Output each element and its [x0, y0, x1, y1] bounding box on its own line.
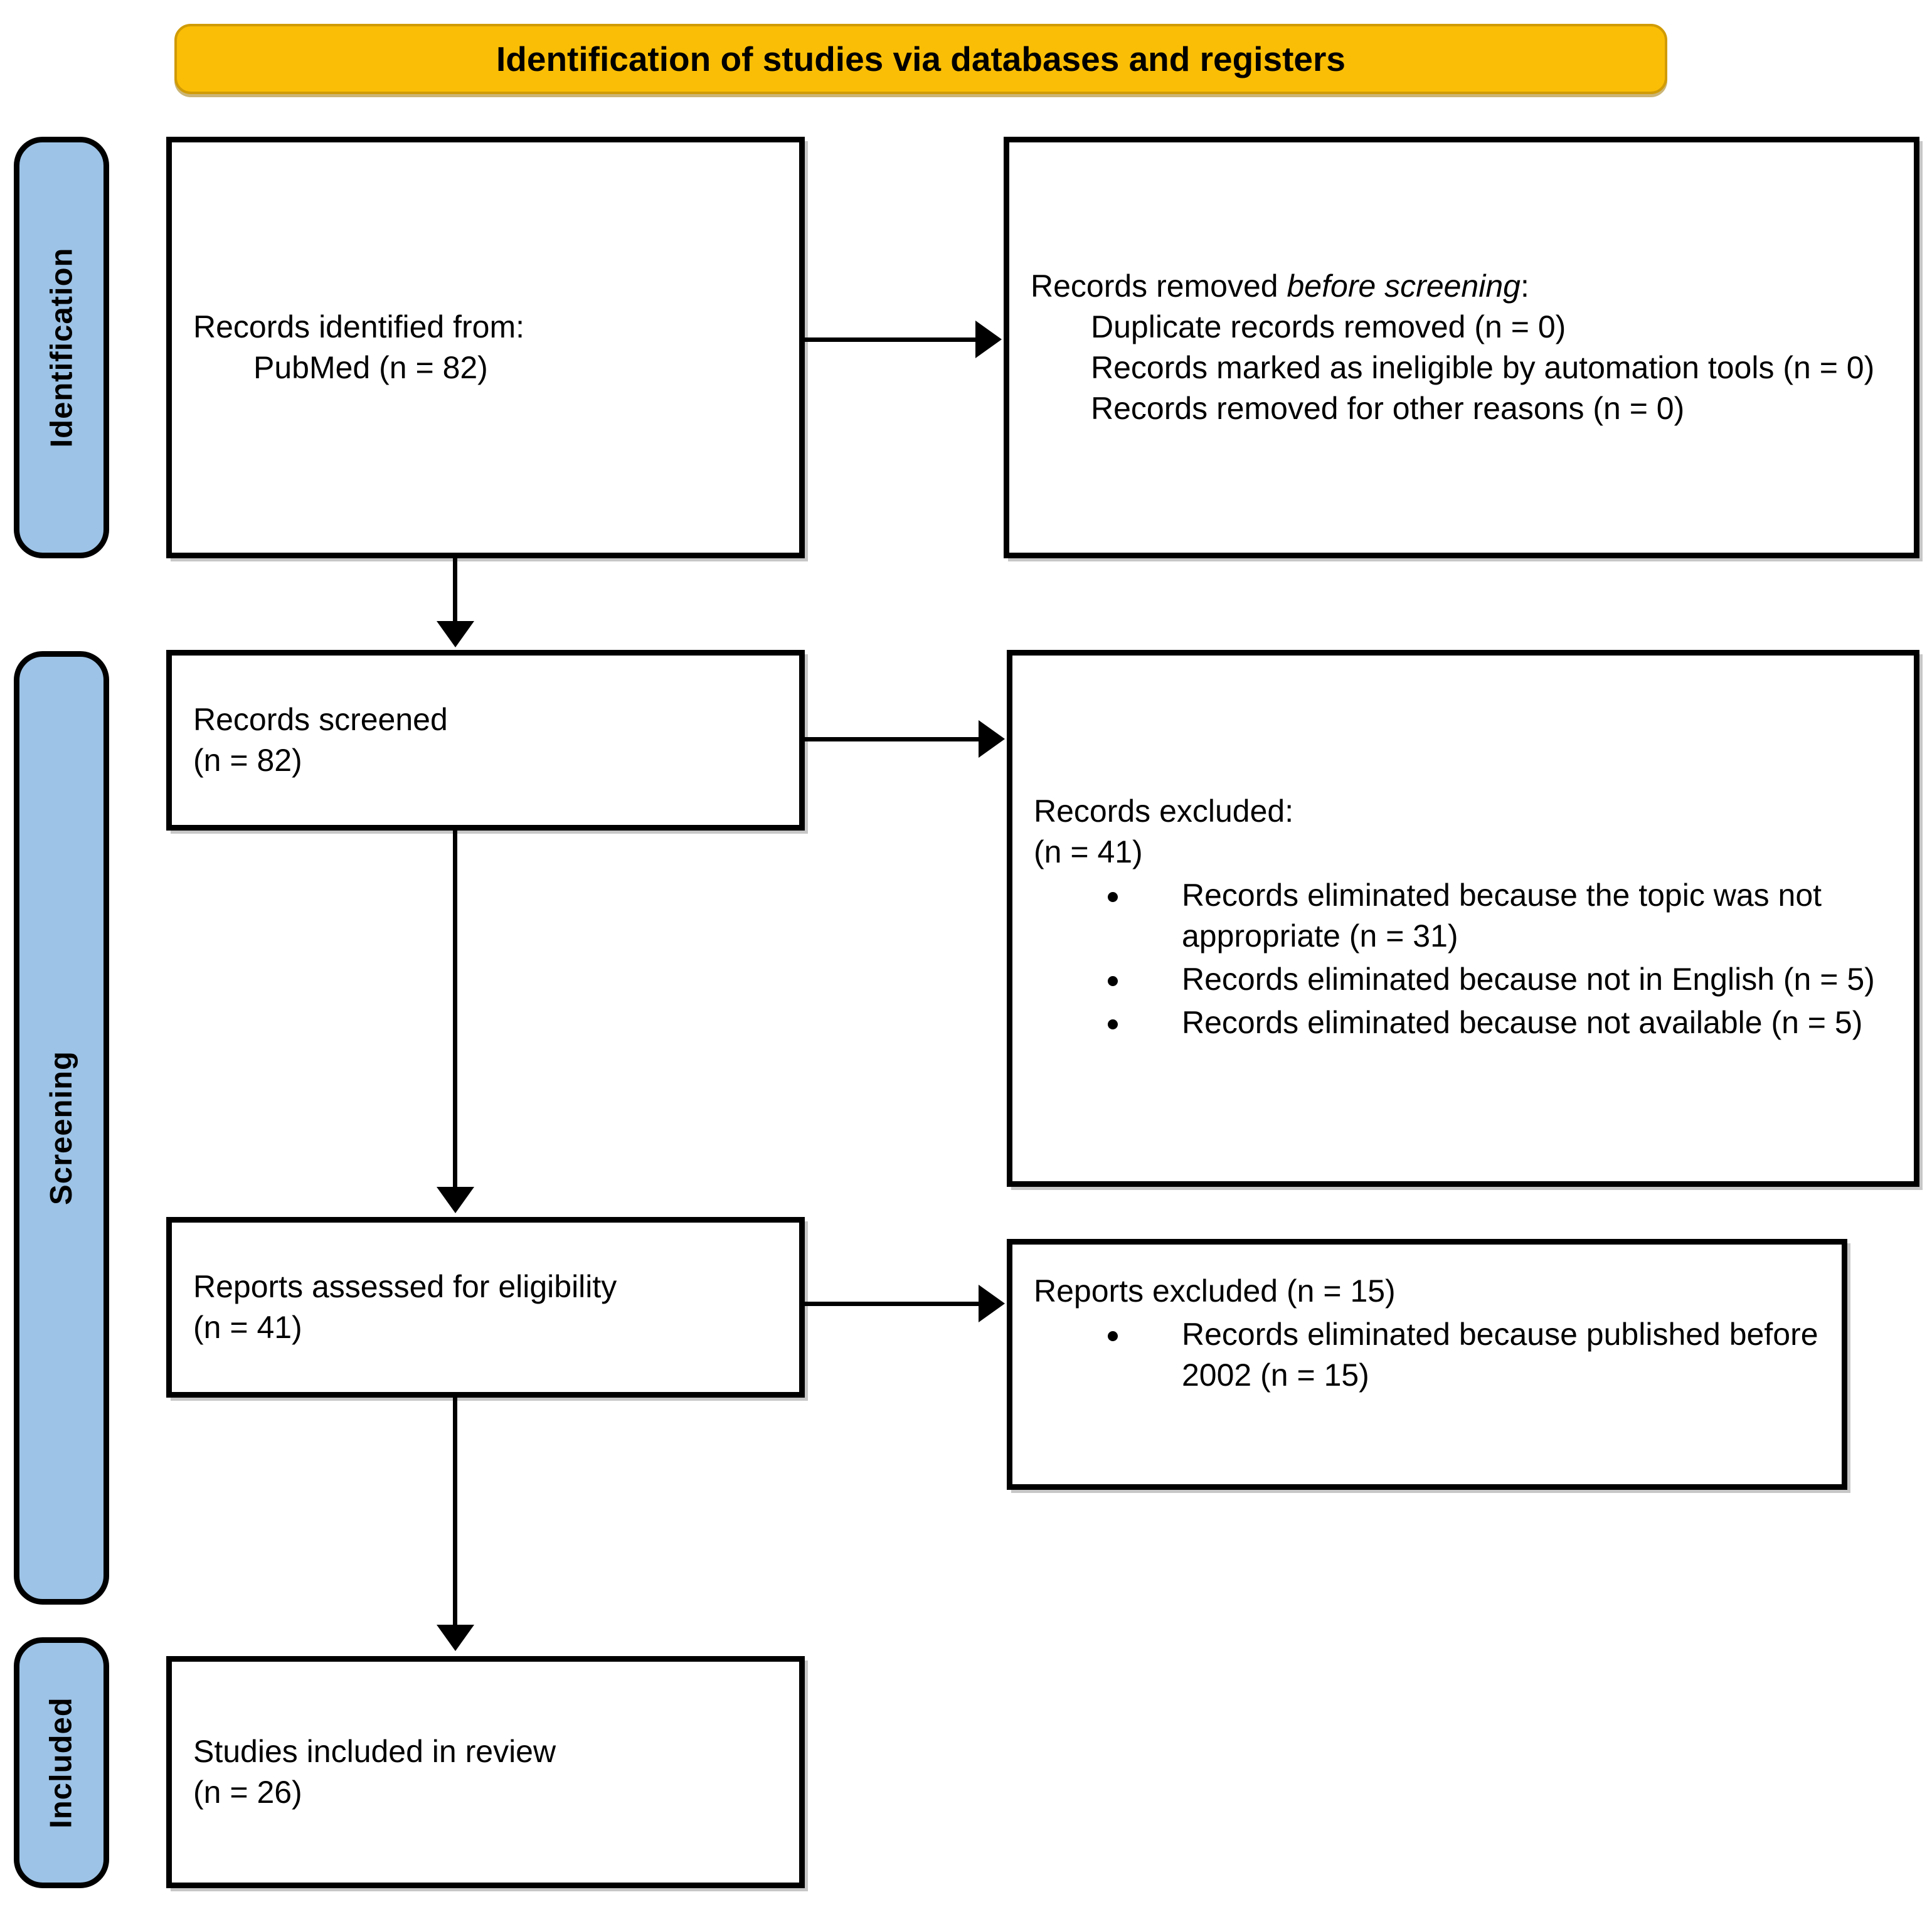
stage-label-screening: Screening — [14, 651, 109, 1605]
bullet-dot-icon — [1108, 1331, 1118, 1341]
connector-line — [805, 737, 984, 741]
records-removed-heading-suffix: : — [1520, 268, 1529, 304]
arrow-right-icon — [975, 321, 1002, 358]
connector-line — [453, 557, 457, 626]
page-title: Identification of studies via databases … — [496, 40, 1346, 78]
stage-label-included: Included — [14, 1637, 109, 1888]
connector-line — [453, 829, 457, 1192]
arrow-right-icon — [979, 720, 1005, 758]
records-screened-line1: Records screened — [193, 702, 448, 737]
stage-label-included-text: Included — [45, 1697, 78, 1829]
box-records-removed-body: Records removed before screening: Duplic… — [1031, 266, 1899, 429]
records-identified-line1: Records identified from: — [193, 309, 525, 344]
bullet-dot-icon — [1108, 1019, 1118, 1029]
box-records-excluded-body: Records excluded: (n = 41) Records elimi… — [1034, 791, 1899, 1046]
box-records-excluded: Records excluded: (n = 41) Records elimi… — [1007, 650, 1919, 1187]
box-reports-excluded-body: Reports excluded (n = 15) Records elimin… — [1034, 1271, 1827, 1398]
reports-excluded-bullet-list: Records eliminated because published bef… — [1034, 1314, 1827, 1396]
list-item: Records eliminated because not in Englis… — [1108, 959, 1899, 1000]
box-records-identified-body: Records identified from: PubMed (n = 82) — [193, 307, 784, 388]
records-excluded-bullet-1: Records eliminated because not in Englis… — [1182, 962, 1875, 997]
records-excluded-line1: Records excluded: — [1034, 794, 1294, 829]
stage-label-screening-text: Screening — [45, 1051, 79, 1205]
records-removed-heading-italic: before screening — [1287, 268, 1521, 304]
stage-label-identification-text: Identification — [45, 247, 79, 448]
eligibility-line2: (n = 41) — [193, 1310, 302, 1345]
list-item: Records eliminated because not available… — [1108, 1002, 1899, 1043]
bullet-dot-icon — [1108, 892, 1118, 902]
records-removed-heading: Records removed before screening: — [1031, 268, 1529, 304]
connector-line — [453, 1398, 457, 1630]
records-excluded-bullet-2: Records eliminated because not available… — [1182, 1005, 1863, 1040]
box-reports-assessed-for-eligibility: Reports assessed for eligibility (n = 41… — [166, 1217, 805, 1398]
arrow-down-icon — [437, 621, 474, 647]
arrow-right-icon — [979, 1285, 1005, 1322]
list-item: Records eliminated because published bef… — [1108, 1314, 1827, 1396]
records-removed-item-0: Duplicate records removed (n = 0) — [1091, 309, 1566, 344]
list-item: Records eliminated because the topic was… — [1108, 875, 1899, 957]
records-removed-item-1: Records marked as ineligible by automati… — [1091, 350, 1875, 385]
connector-line — [805, 337, 980, 342]
included-line2: (n = 26) — [193, 1775, 302, 1810]
eligibility-line1: Reports assessed for eligibility — [193, 1269, 617, 1304]
reports-excluded-line1: Reports excluded (n = 15) — [1034, 1273, 1396, 1309]
bullet-dot-icon — [1108, 976, 1118, 986]
records-removed-heading-prefix: Records removed — [1031, 268, 1287, 304]
box-records-removed-before-screening: Records removed before screening: Duplic… — [1004, 137, 1919, 558]
box-records-screened: Records screened (n = 82) — [166, 650, 805, 831]
stage-label-identification: Identification — [14, 137, 109, 558]
reports-excluded-bullet-0: Records eliminated because published bef… — [1182, 1317, 1818, 1393]
records-screened-line2: (n = 82) — [193, 743, 302, 778]
arrow-down-icon — [437, 1625, 474, 1651]
box-eligibility-body: Reports assessed for eligibility (n = 41… — [193, 1267, 784, 1348]
box-reports-excluded: Reports excluded (n = 15) Records elimin… — [1007, 1239, 1847, 1490]
records-removed-item-2: Records removed for other reasons (n = 0… — [1091, 391, 1685, 426]
records-excluded-line2: (n = 41) — [1034, 834, 1143, 869]
diagram-header-banner: Identification of studies via databases … — [174, 24, 1667, 94]
records-excluded-bullet-0: Records eliminated because the topic was… — [1182, 878, 1822, 954]
records-excluded-bullet-list: Records eliminated because the topic was… — [1034, 875, 1899, 1043]
box-studies-included-in-review: Studies included in review (n = 26) — [166, 1656, 805, 1888]
records-identified-line2: PubMed (n = 82) — [253, 350, 488, 385]
box-included-body: Studies included in review (n = 26) — [193, 1731, 784, 1813]
box-records-screened-body: Records screened (n = 82) — [193, 699, 784, 781]
arrow-down-icon — [437, 1187, 474, 1213]
box-records-identified: Records identified from: PubMed (n = 82) — [166, 137, 805, 558]
connector-line — [805, 1302, 984, 1306]
included-line1: Studies included in review — [193, 1734, 556, 1769]
